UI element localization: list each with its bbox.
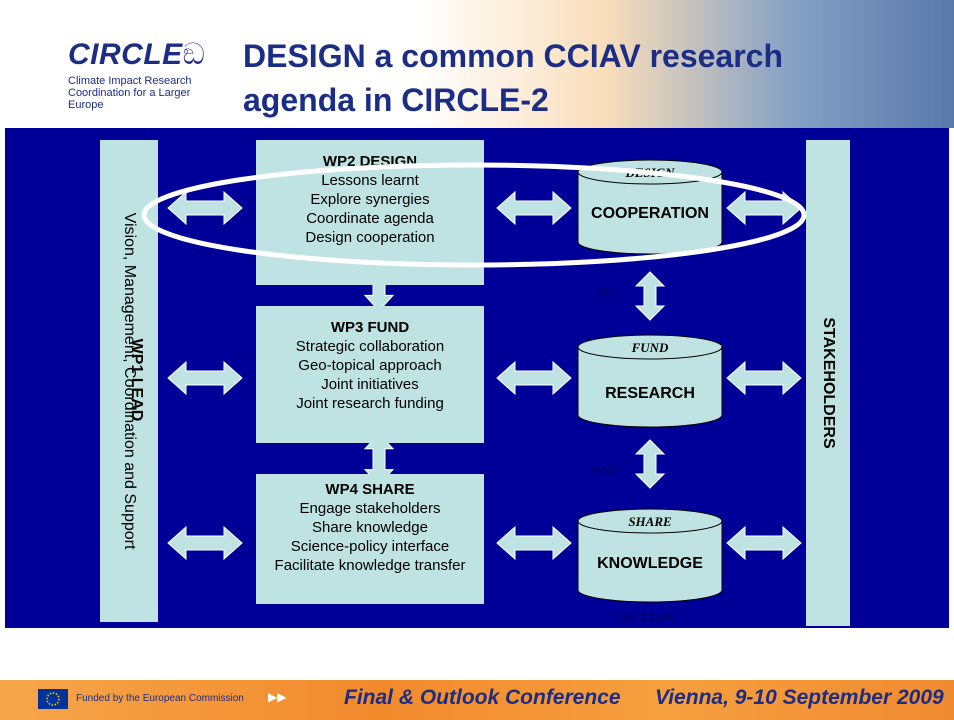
arrow-right-row2 <box>726 361 802 395</box>
wp4-line: Science-policy interface <box>290 538 450 555</box>
arrow-left-row3 <box>167 526 243 560</box>
europe-map-banner <box>418 0 954 128</box>
connector-on-cciav: ON CCIAV <box>620 610 677 624</box>
arrow-cyl1-cyl2 <box>635 271 665 321</box>
wp3-line: Joint research funding <box>296 395 444 412</box>
wp2-title: WP2 DESIGN <box>322 153 418 170</box>
cylinder-2-top-label: FUND <box>631 340 669 355</box>
cylinder-2-main-label: RESEARCH <box>605 385 695 402</box>
arrow-mid-row2 <box>496 361 572 395</box>
eu-flag-icon <box>38 689 68 709</box>
wp3-line: Geo-topical approach <box>298 357 442 374</box>
stakeholders-box: STAKEHOLDERS <box>806 140 850 626</box>
conference-bar <box>0 680 954 720</box>
eu-stars-icon <box>46 692 60 706</box>
funded-by-text: Funded by the European Commission <box>76 693 244 704</box>
title-line-1: DESIGN a common CCIAV research <box>243 38 784 74</box>
connector-to: TO <box>597 284 613 298</box>
arrow-cyl2-cyl3 <box>635 439 665 489</box>
footer-authors: <Markus Leitner & Martin König> <box>387 640 607 657</box>
wp4-title: WP4 SHARE <box>325 481 415 498</box>
wp4-line: Engage stakeholders <box>299 500 441 517</box>
conference-venue: Vienna, 9-10 September 2009 <box>655 686 944 709</box>
wp3-line: Strategic collaboration <box>295 338 445 355</box>
wp4-share-box: WP4 SHARE Engage stakeholders Share know… <box>256 474 484 604</box>
wp3-fund-box: WP3 FUND Strategic collaboration Geo-top… <box>256 306 484 443</box>
footer-page-number: <3> <box>915 640 941 657</box>
wp2-line: Design cooperation <box>305 229 435 246</box>
title-line-2: agenda in CIRCLE-2 <box>243 82 549 118</box>
arrow-mid-row1 <box>496 191 572 225</box>
cylinder-1-top-label: DESIGN <box>625 165 675 180</box>
wp3-line: Joint initiatives <box>321 376 419 393</box>
wp4-line: Share knowledge <box>312 519 428 536</box>
wp3-title: WP3 FUND <box>330 319 410 336</box>
arrow-right-row1 <box>726 191 802 225</box>
circle-logo: CIRCLEඞ <box>68 38 206 71</box>
arrow-left-row2 <box>167 361 243 395</box>
wp1-title-holder: WP1 LEAD <box>116 330 156 430</box>
wp2-line: Coordinate agenda <box>306 210 434 227</box>
wp4-line: Facilitate knowledge transfer <box>274 557 466 574</box>
arrow-right-row3 <box>726 526 802 560</box>
cylinder-knowledge <box>577 508 723 603</box>
arrow-left-row1 <box>167 191 243 225</box>
wp2-line: Explore synergies <box>310 191 430 208</box>
cylinder-3-top-label: SHARE <box>628 514 672 529</box>
wp1-title: WP1 LEAD <box>128 338 145 422</box>
connector-and: AND <box>592 462 618 476</box>
slide-title: DESIGN a common CCIAV research agenda in… <box>243 34 893 122</box>
arrow-mid-row3 <box>496 526 572 560</box>
footer-date: <September 10th 2009> <box>14 640 172 658</box>
stakeholders-label: STAKEHOLDERS <box>820 317 837 449</box>
cylinder-research <box>577 334 723 428</box>
double-chevron-icon: ▶▶ <box>268 690 287 704</box>
wp2-design-box: WP2 DESIGN Lessons learnt Explore synerg… <box>256 140 484 285</box>
cylinder-1-main-label: COOPERATION <box>591 205 709 222</box>
conference-title: Final & Outlook Conference <box>344 686 621 709</box>
cylinder-3-main-label: KNOWLEDGE <box>597 555 703 572</box>
wp2-line: Lessons learnt <box>321 172 419 189</box>
logo-tagline: Climate Impact Research Coordination for… <box>68 75 192 111</box>
